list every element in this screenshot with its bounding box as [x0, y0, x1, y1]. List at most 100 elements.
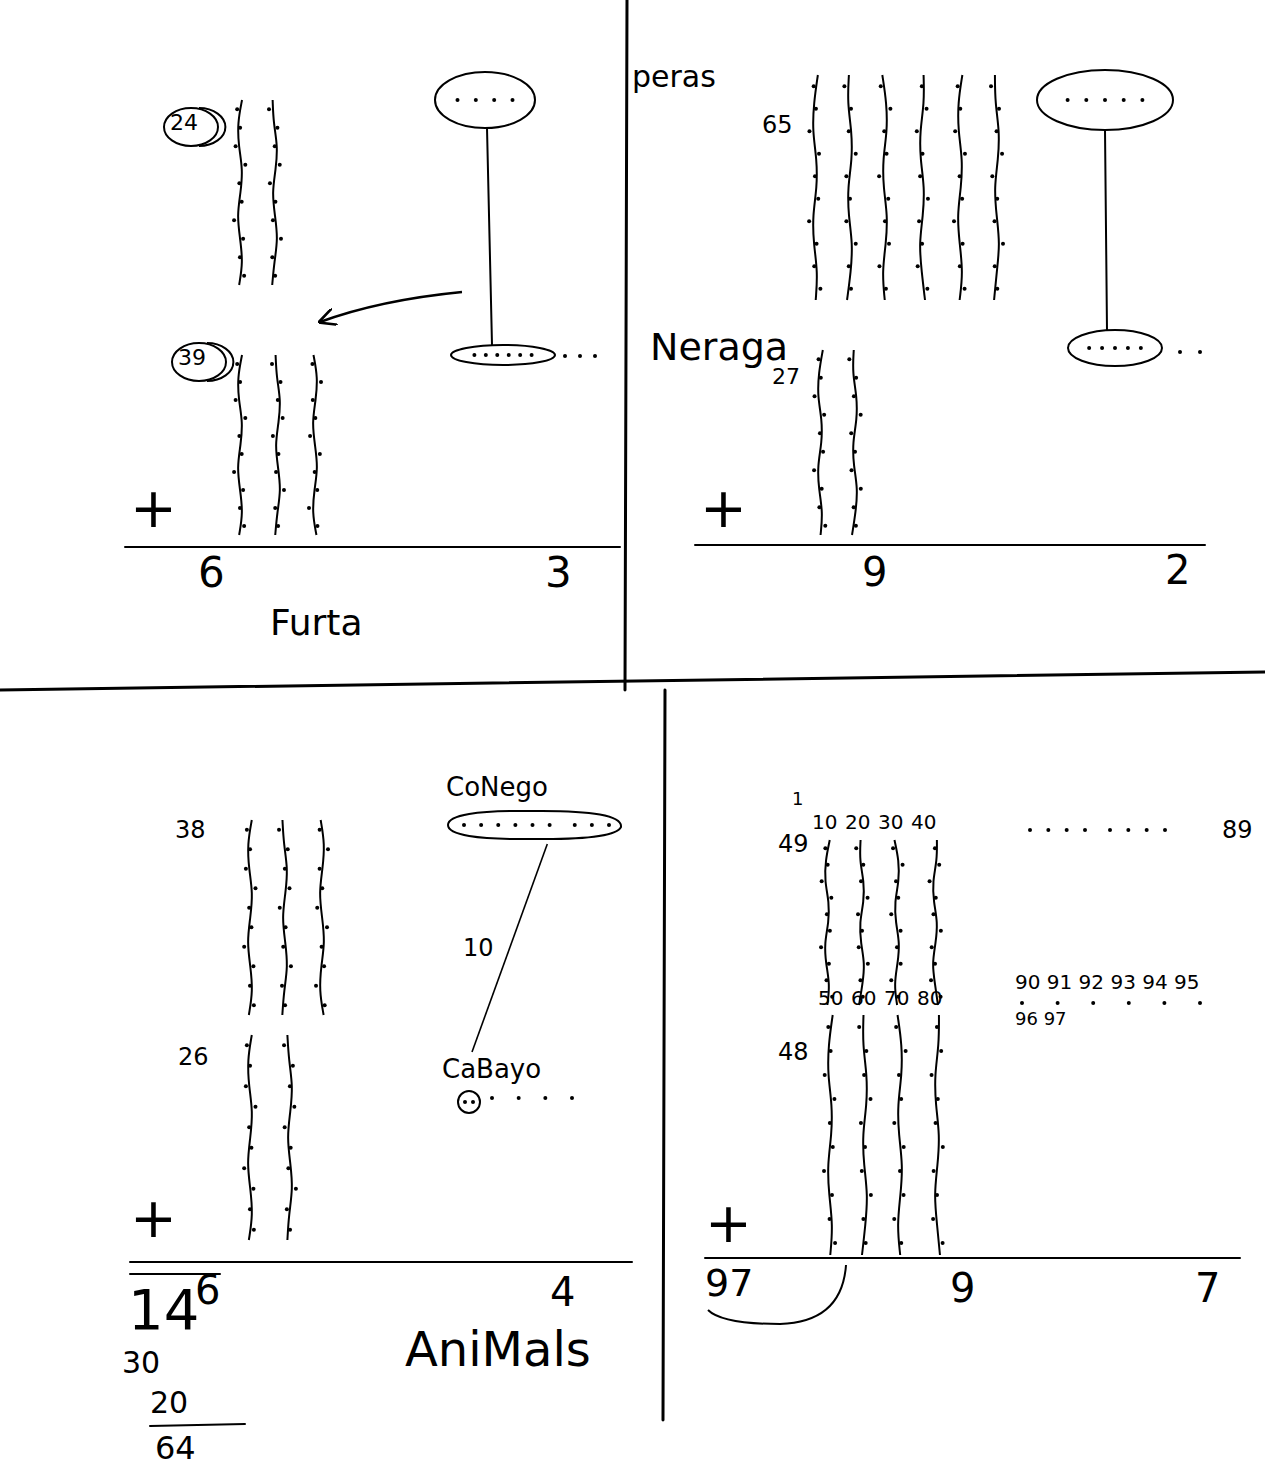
one-dot [807, 129, 811, 133]
one-dot [492, 98, 496, 102]
one-dot [823, 524, 827, 528]
plus-sign: + [700, 480, 747, 536]
one-dot [472, 353, 476, 357]
one-dot [292, 1105, 296, 1109]
one-dot [1000, 152, 1004, 156]
number-label: 4 [550, 1272, 575, 1312]
one-dot [895, 945, 899, 949]
ten-stick [248, 820, 252, 1015]
one-dot [830, 1193, 834, 1197]
one-dot [251, 964, 255, 968]
one-dot [995, 197, 999, 201]
one-dot [1083, 828, 1087, 832]
one-dot [1178, 350, 1182, 354]
one-dot [963, 152, 967, 156]
one-dot [274, 470, 278, 474]
one-dot [941, 1241, 945, 1245]
divider-line [0, 672, 1265, 690]
one-dot [1198, 350, 1202, 354]
one-dot [866, 962, 870, 966]
one-dot [495, 353, 499, 357]
one-dot [283, 1125, 287, 1129]
one-dot [238, 380, 242, 384]
one-dot [243, 163, 247, 167]
one-dot [276, 452, 280, 456]
number-label: 26 [178, 1045, 209, 1069]
one-dot [275, 126, 279, 130]
one-dot [285, 1207, 289, 1211]
one-dot [816, 197, 820, 201]
one-dot [820, 487, 824, 491]
circle-outline [164, 108, 218, 146]
number-label: 10 [812, 812, 837, 832]
one-dot [253, 1105, 257, 1109]
one-dot [273, 200, 277, 204]
number-label: 38 [175, 818, 206, 842]
one-dot [278, 906, 282, 910]
one-dot [242, 1166, 246, 1170]
one-dot [479, 823, 483, 827]
one-dot [311, 398, 315, 402]
one-dot [507, 353, 511, 357]
number-label: 89 [1222, 818, 1253, 842]
stem-line [487, 128, 492, 345]
one-dot [463, 1100, 467, 1104]
one-dot [314, 984, 318, 988]
ten-stick [828, 1015, 833, 1255]
one-dot [1108, 828, 1112, 832]
one-dot [281, 945, 285, 949]
one-dot [861, 1217, 865, 1221]
one-dot [826, 1025, 830, 1029]
one-dot [899, 1097, 903, 1101]
one-dot [251, 1187, 255, 1191]
number-label: 49 [778, 832, 809, 856]
one-dot [813, 174, 817, 178]
one-dot [462, 823, 466, 827]
one-dot [240, 200, 244, 204]
one-dot [937, 863, 941, 867]
one-dot [1056, 1001, 1060, 1005]
one-dot [548, 823, 552, 827]
one-dot [877, 174, 881, 178]
one-dot [925, 287, 929, 291]
one-dot [917, 219, 921, 223]
node-label: CoNego [440, 770, 625, 804]
one-dot [818, 431, 822, 435]
one-dot [276, 398, 280, 402]
one-dot [854, 524, 858, 528]
plus-sign: + [705, 1195, 752, 1251]
one-dot [1084, 98, 1088, 102]
divider-line [663, 690, 665, 1420]
one-dot [245, 828, 249, 832]
one-dot [244, 867, 248, 871]
ten-stick [813, 75, 818, 300]
one-dot [238, 255, 242, 259]
one-dot [318, 828, 322, 832]
one-dot [886, 197, 890, 201]
one-dot [899, 929, 903, 933]
one-dot [1091, 1001, 1095, 1005]
one-dot [543, 1096, 547, 1100]
number-circle: CaBayo [436, 1052, 548, 1114]
plus-sign: + [130, 480, 177, 536]
one-dot [326, 847, 330, 851]
one-dot [287, 886, 291, 890]
one-dot [860, 929, 864, 933]
number-label: 40 [911, 812, 936, 832]
one-dot [854, 152, 858, 156]
one-dot [899, 962, 903, 966]
number-label: 70 [884, 988, 909, 1008]
one-dot [848, 197, 852, 201]
one-dot [939, 1049, 943, 1053]
one-dot [248, 984, 252, 988]
one-dot [824, 978, 828, 982]
number-label: 7 [1195, 1268, 1220, 1308]
one-dot [896, 896, 900, 900]
one-dot [283, 867, 287, 871]
one-dot [859, 413, 863, 417]
one-dot [1126, 346, 1130, 350]
ten-stick [894, 840, 898, 1005]
one-dot [857, 1025, 861, 1029]
one-dot [1126, 828, 1130, 832]
